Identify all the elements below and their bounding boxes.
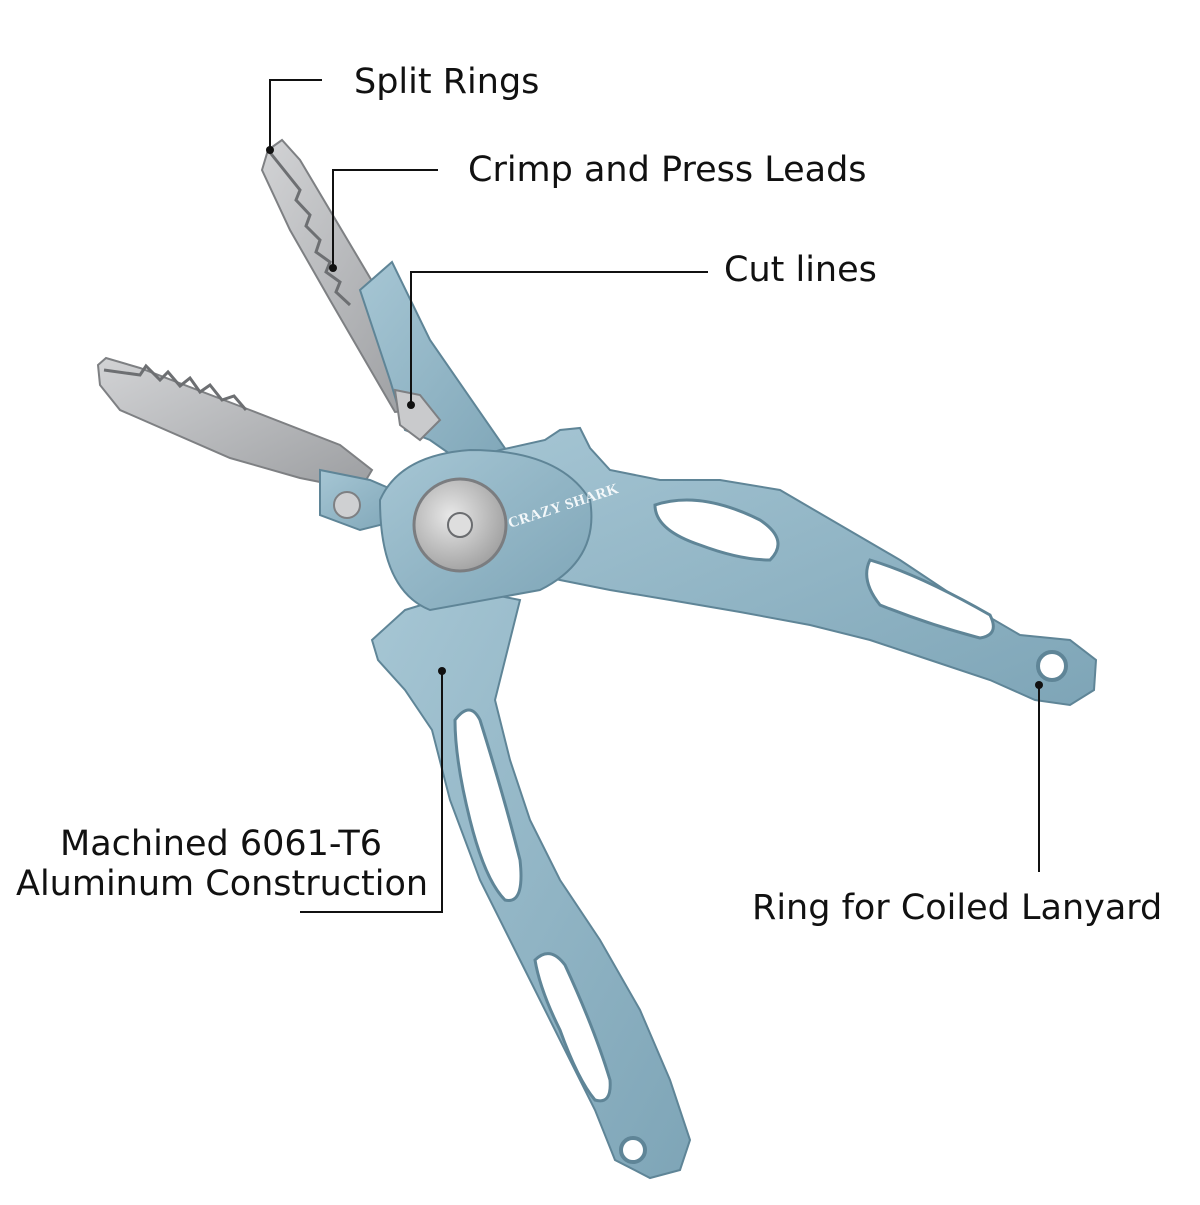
construction-label-line1: Machined 6061-T6 (60, 824, 382, 864)
construction-label-line2: Aluminum Construction (16, 864, 429, 905)
lanyard-ring-label: Ring for Coiled Lanyard (752, 888, 1163, 928)
handle-bottom-hole (619, 1136, 647, 1164)
lanyard-ring-hole (1036, 650, 1068, 682)
crimp-press-leader (332, 169, 438, 268)
pivot-body: CRAZY SHARK (378, 448, 621, 612)
split-rings-label: Split Rings (354, 62, 540, 102)
lower-jaw (96, 356, 374, 492)
crimp-press-label: Crimp and Press Leads (468, 150, 867, 190)
right-handle (438, 426, 1098, 707)
leader-lines (269, 79, 1040, 913)
left-handle (370, 588, 692, 1180)
cut-lines-leader (410, 271, 708, 405)
jaw-screw (333, 491, 361, 519)
construction-label: Machined 6061-T6 Aluminum Construction (16, 824, 429, 905)
cut-lines-label: Cut lines (724, 250, 877, 290)
upper-head (358, 260, 522, 472)
construction-leader (300, 671, 443, 913)
split-rings-leader (269, 79, 322, 150)
leader-dots (266, 146, 1043, 689)
